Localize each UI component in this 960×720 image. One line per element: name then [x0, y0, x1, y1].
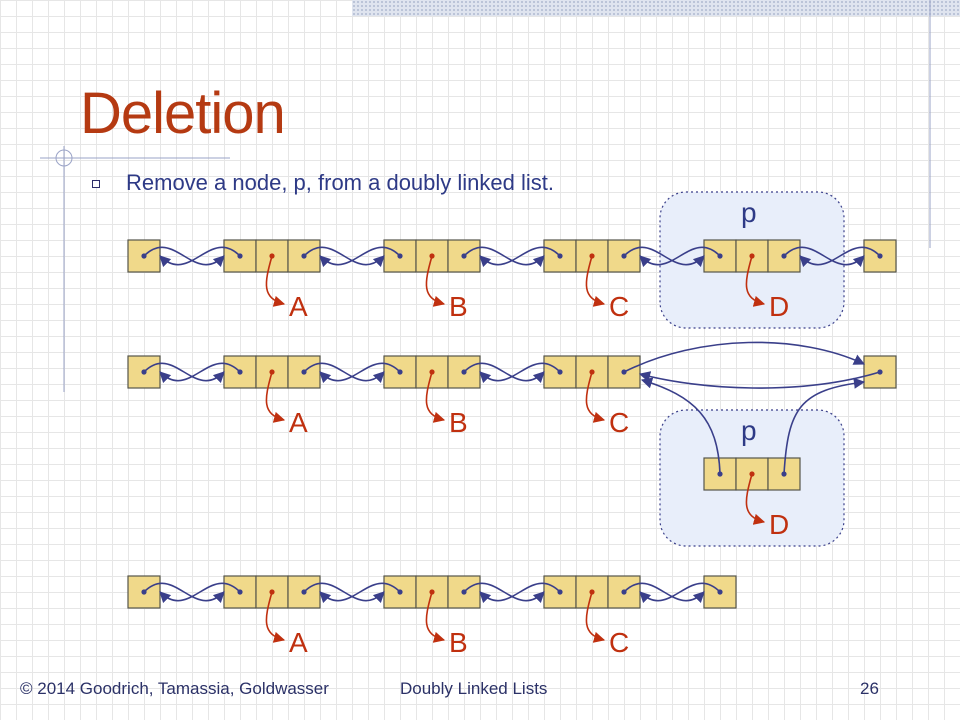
stage3-label-a: A [289, 627, 308, 658]
stage2-link-a-b-next [303, 362, 385, 384]
stage1-label-a: A [289, 291, 308, 322]
stage2-node-d-element-arrow [745, 473, 766, 525]
stage1-node-1-elem-dot [429, 253, 435, 259]
stage3-node-0-element-arrow [265, 591, 286, 643]
stage2-link-h-a-prev [159, 362, 241, 384]
stage2-header [127, 355, 161, 389]
stage1-label-d: D [769, 291, 789, 322]
stage2-label-c: C [609, 407, 629, 438]
stage1-link-d-t-next [783, 246, 865, 268]
stage1-link-a-b-next [303, 246, 385, 268]
stage1-link-c-d-next [623, 246, 705, 268]
stage1-node-1-element-arrow [425, 255, 446, 307]
stage3-link-a-b-next [303, 582, 385, 604]
stage2-link-trailer-c [638, 371, 881, 389]
stage1-link-b-c-prev [479, 246, 561, 268]
stage1-link-h-a-prev [159, 246, 241, 268]
element-pointers [265, 255, 766, 643]
links [143, 246, 881, 604]
stage1-node-0-elem-dot [269, 253, 275, 259]
stage2-link-h-a-next [143, 362, 225, 384]
stage1-node-2-element-arrow [585, 255, 606, 307]
stage3-link-a-b-prev [319, 582, 401, 604]
footer-copyright: © 2014 Goodrich, Tamassia, Goldwasser [20, 679, 329, 698]
stage2-pointer-p: p [741, 415, 757, 446]
slide-title: Deletion [80, 81, 286, 146]
stage3-link-b-c-prev [479, 582, 561, 604]
stage2-label-a: A [289, 407, 308, 438]
stage1-node-3-element-arrow [745, 255, 766, 307]
stage2-label-d: D [769, 509, 789, 540]
stage1-node-3-elem-dot [749, 253, 755, 259]
stage1-link-c-d-prev [639, 246, 721, 268]
stage3-link-c-t-prev [639, 582, 721, 604]
slide-guides [40, 0, 931, 392]
stage3-label-b: B [449, 627, 468, 658]
stage2-label-b: B [449, 407, 468, 438]
stage1-link-h-a-next [143, 246, 225, 268]
stage2-node-0-element-arrow [265, 371, 286, 423]
stage3-node-2-element-arrow [585, 591, 606, 643]
stage1-link-a-b-prev [319, 246, 401, 268]
stage1-pointer-p: p [741, 197, 757, 228]
stage2-node-2-elem [575, 355, 609, 389]
stage1-link-b-c-next [463, 246, 545, 268]
bullet-icon [92, 180, 100, 188]
stage3-link-c-t-next [623, 582, 705, 604]
stage1-link-d-t-prev [799, 246, 881, 268]
stage3-label-c: C [609, 627, 629, 658]
stage2-link-b-c-next [463, 362, 545, 384]
stage3-node-1-element-arrow [425, 591, 446, 643]
nodes [127, 239, 897, 609]
stage2-link-b-c-prev [479, 362, 561, 384]
stage2-node-1-next [447, 355, 481, 389]
stage3-link-h-a-prev [159, 582, 241, 604]
stage2-node-2-element-arrow [585, 371, 606, 423]
stage1-node-0-elem [255, 239, 289, 273]
stage2-link-p-trailer [783, 377, 866, 475]
stage1-node-0-element-arrow [265, 255, 286, 307]
page-number: 26 [860, 679, 879, 698]
bullet-text: Remove a node, p, from a doubly linked l… [126, 170, 555, 195]
footer-topic: Doubly Linked Lists [400, 679, 548, 698]
stage2-node-1-element-arrow [425, 371, 446, 423]
stage1-label-c: C [609, 291, 629, 322]
stage3-link-b-c-next [463, 582, 545, 604]
stage2-link-c-trailer [623, 341, 866, 373]
stage2-link-a-b-prev [319, 362, 401, 384]
header-band [352, 0, 960, 16]
stage1-node-2-elem-dot [589, 253, 595, 259]
stage3-link-h-a-next [143, 582, 225, 604]
stage1-label-b: B [449, 291, 468, 322]
stage2-link-p-c [640, 377, 721, 475]
